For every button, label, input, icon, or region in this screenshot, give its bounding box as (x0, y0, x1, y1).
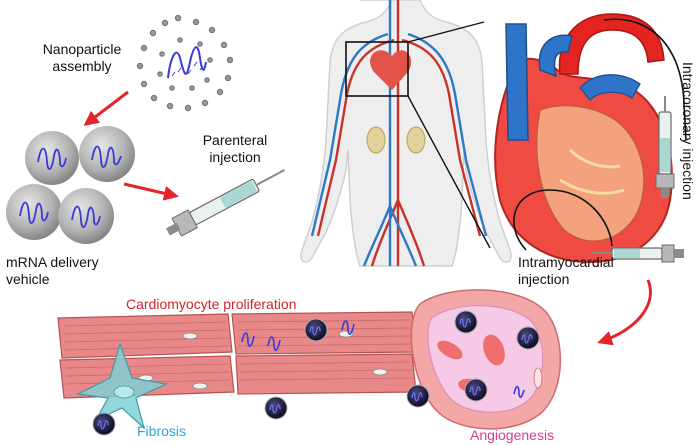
intramyocardial-injection-line-1: Intramyocardial (518, 254, 614, 270)
lipid-nanoparticle (304, 318, 328, 342)
nanoparticle-assembly-label: Nanoparticle assembly (30, 41, 134, 75)
arrow-assembly-to-vehicle (83, 90, 129, 126)
angiogenesis-label: Angiogenesis (470, 427, 555, 443)
blood-vessel-cross-section (410, 289, 561, 430)
nanoparticle-assembly-line-1: Nanoparticle (42, 41, 122, 57)
lipid-nanoparticles (92, 310, 540, 436)
delivery-vehicle-sphere (58, 188, 114, 244)
parenteral-syringe-icon (166, 169, 285, 237)
lipid-nanoparticle (464, 378, 488, 402)
cardiomyocyte-proliferation-label: Cardiomyocyte proliferation (126, 296, 297, 312)
intracoronary-injection-label: Intracoronary injection (680, 62, 696, 200)
mrna-delivery-vehicle-line-2: vehicle (6, 271, 50, 287)
arrow-heart-to-tissue (597, 279, 652, 346)
intracoronary-syringe-icon (655, 96, 675, 198)
mrna-delivery-vehicle-group (6, 126, 135, 244)
intramyocardial-injection-line-2: injection (518, 271, 570, 287)
mrna-delivery-vehicle-label: mRNA delivery vehicle (6, 254, 99, 288)
delivery-vehicle-sphere (25, 131, 79, 185)
fibrosis-label: Fibrosis (137, 423, 187, 439)
human-body-figure (300, 0, 512, 267)
zoom-line-top (407, 21, 485, 43)
heart-illustration (494, 13, 687, 264)
lipid-nanoparticle (92, 412, 116, 436)
delivery-vehicle-sphere (6, 184, 62, 240)
arrow-vehicle-to-injection (123, 182, 179, 201)
delivery-vehicle-sphere (79, 126, 135, 182)
lipid-nanoparticle (406, 384, 430, 408)
mrna-delivery-vehicle-line-1: mRNA delivery (6, 254, 99, 270)
intramyocardial-injection-label: Intramyocardial injection (518, 254, 614, 288)
intramyocardial-syringe-icon (592, 244, 684, 263)
parenteral-injection-line-1: Parenteral (202, 132, 268, 148)
parenteral-injection-label: Parenteral injection (190, 132, 280, 166)
zoom-box (345, 41, 409, 97)
nanoparticle-assembly-line-2: assembly (52, 58, 112, 74)
nanoparticle-assembly-icon (136, 14, 234, 112)
lipid-nanoparticle (454, 310, 478, 334)
parenteral-injection-line-2: injection (209, 149, 261, 165)
fibroblast-cell (75, 342, 168, 430)
lipid-nanoparticle (264, 396, 288, 420)
zoom-line-bottom (407, 95, 491, 249)
lipid-nanoparticle (516, 326, 540, 350)
